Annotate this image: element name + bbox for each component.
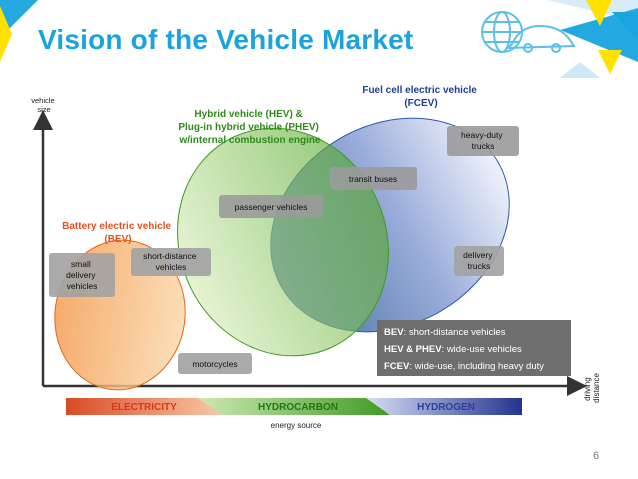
svg-text:transit buses: transit buses [349, 174, 397, 184]
vehicle-motorcycles: motorcycles [178, 353, 252, 374]
svg-text:small delivery veh: small delivery vehicles [66, 259, 98, 291]
vehicle-passenger-vehicles: passenger vehicles [219, 195, 323, 218]
decor-top-right [548, 0, 638, 78]
legend-item-fcev: FCEV: wide-use, including heavy duty [384, 361, 544, 372]
energy-hydrocarbon: HYDROCARBON [258, 402, 338, 413]
svg-text:motorcycles: motorcycles [192, 359, 237, 369]
vehicle-small-delivery: small delivery vehicles [49, 253, 115, 297]
x-axis-label: driving distance [583, 373, 601, 403]
svg-text:heavy-duty trucks: heavy-duty trucks [461, 130, 505, 151]
energy-source-label: energy source [271, 421, 322, 430]
legend-box: BEV: short-distance vehicles HEV & PHEV:… [377, 320, 571, 376]
fcev-label: Fuel cell electric vehicle (FCEV) [362, 85, 479, 109]
vehicle-transit-buses: transit buses [330, 167, 417, 190]
svg-text:passenger vehicles: passenger vehicles [235, 202, 308, 212]
vehicle-heavy-duty-trucks: heavy-duty trucks [447, 126, 519, 156]
globe-car-icon [481, 11, 576, 53]
decor-top-left [0, 0, 38, 62]
bev-label: Battery electric vehicle (BEV) [62, 221, 174, 245]
svg-text:short-distance vehicles: short-distance vehicles [143, 251, 199, 272]
legend-item-bev: BEV: short-distance vehicles [384, 327, 506, 338]
vehicle-delivery-trucks: delivery trucks [454, 246, 504, 276]
energy-electricity: ELECTRICITY [111, 402, 177, 413]
y-axis-label: vehicle size [31, 96, 56, 114]
energy-source-bar: ELECTRICITY HYDROCARBON HYDROGEN [66, 398, 522, 415]
hev-label: Hybrid vehicle (HEV) & Plug-in hybrid ve… [178, 109, 321, 146]
page-number: 6 [593, 450, 600, 462]
vehicle-short-distance: short-distance vehicles [131, 248, 211, 276]
svg-text:delivery trucks: delivery trucks [463, 250, 495, 271]
energy-hydrogen: HYDROGEN [417, 402, 475, 413]
slide-title: Vision of the Vehicle Market [38, 24, 414, 55]
legend-item-hev: HEV & PHEV: wide-use vehicles [384, 344, 522, 355]
